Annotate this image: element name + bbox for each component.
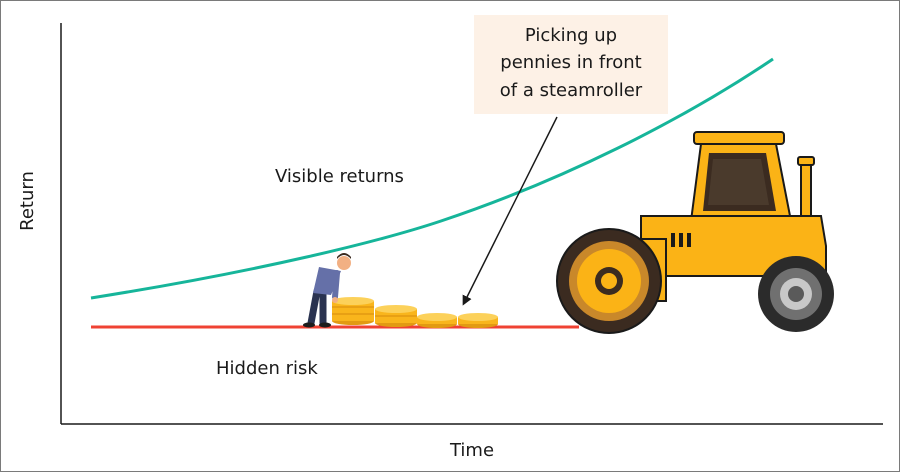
person-picking-coins-icon bbox=[303, 253, 351, 328]
steamroller-icon bbox=[556, 131, 834, 334]
visible-returns-curve bbox=[90, 57, 774, 300]
callout-arrow bbox=[462, 116, 558, 306]
callout-line-2: pennies in front bbox=[500, 52, 641, 73]
visible-returns-label: Visible returns bbox=[275, 166, 404, 187]
hidden-risk-label: Hidden risk bbox=[216, 358, 318, 379]
x-axis-label: Time bbox=[449, 440, 494, 461]
callout-line-1: Picking up bbox=[525, 25, 617, 46]
coin-stack-4 bbox=[458, 313, 498, 328]
coin-stack-1 bbox=[332, 297, 374, 325]
coin-stack-2 bbox=[375, 305, 417, 327]
callout-line-3: of a steamroller bbox=[500, 80, 643, 101]
callout-box bbox=[474, 15, 668, 114]
coin-stack-3 bbox=[417, 313, 457, 328]
coin-stack-icon bbox=[332, 297, 498, 328]
y-axis-label: Return bbox=[17, 171, 38, 231]
